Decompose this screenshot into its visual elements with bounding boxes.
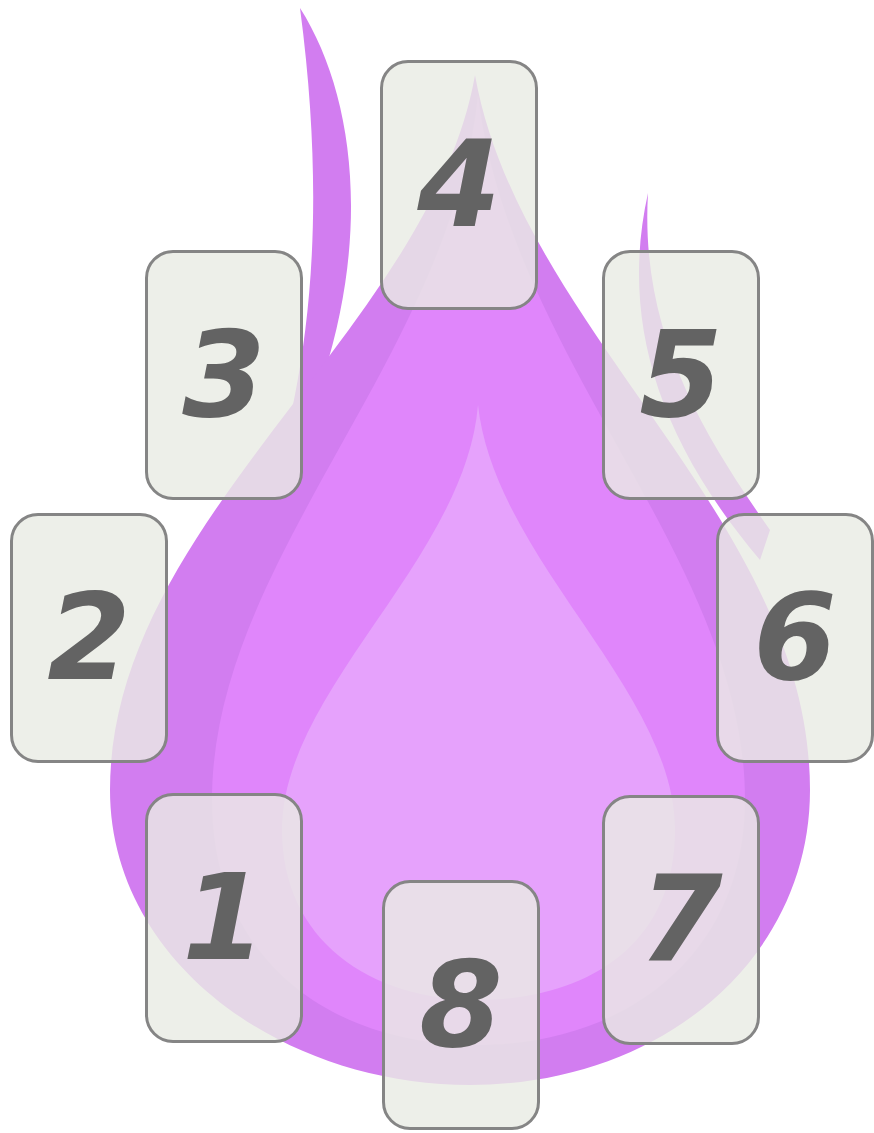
position-number: 1 [182,858,266,978]
position-number: 6 [753,578,837,698]
position-number: 8 [419,945,503,1065]
position-number: 4 [417,125,501,245]
card-slot: 8 [382,880,540,1130]
card-slot: 1 [145,793,303,1043]
card-slot: 6 [716,513,874,763]
card-slot: 4 [380,60,538,310]
position-number: 5 [639,315,723,435]
position-number: 2 [47,578,131,698]
card-slot: 3 [145,250,303,500]
card-slot: 5 [602,250,760,500]
position-number: 3 [182,315,266,435]
card-slot: 7 [602,795,760,1045]
position-number: 7 [639,860,723,980]
card-slot: 2 [10,513,168,763]
